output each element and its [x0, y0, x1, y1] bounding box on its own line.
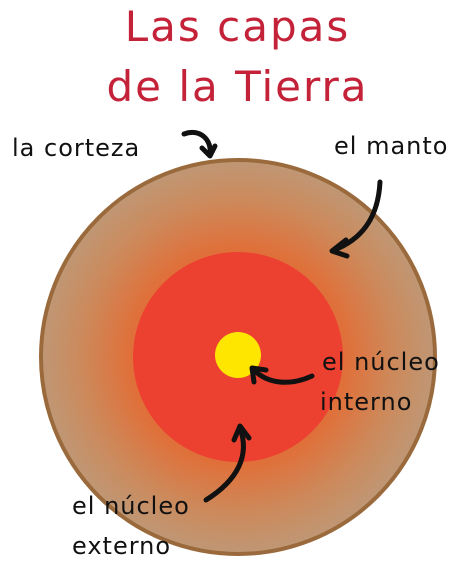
inner-core-layer	[215, 332, 261, 378]
mantle-arrow	[329, 179, 383, 259]
title-line-1: Las capas	[124, 2, 351, 51]
title-line-2: de la Tierra	[106, 62, 369, 111]
outer-core-label-line-2: externo	[72, 532, 172, 560]
crust-outline	[39, 158, 437, 556]
inner-core-label-line-2: interno	[320, 388, 413, 416]
crust-label: la corteza	[12, 134, 141, 162]
mantle-label: el manto	[334, 132, 449, 160]
outer-core-arrow	[203, 423, 252, 503]
outer-core-label-line-1: el núcleo	[72, 492, 190, 520]
inner-core-arrow	[249, 365, 315, 385]
inner-core-label-line-1: el núcleo	[322, 348, 440, 376]
crust-arrow	[181, 130, 218, 159]
